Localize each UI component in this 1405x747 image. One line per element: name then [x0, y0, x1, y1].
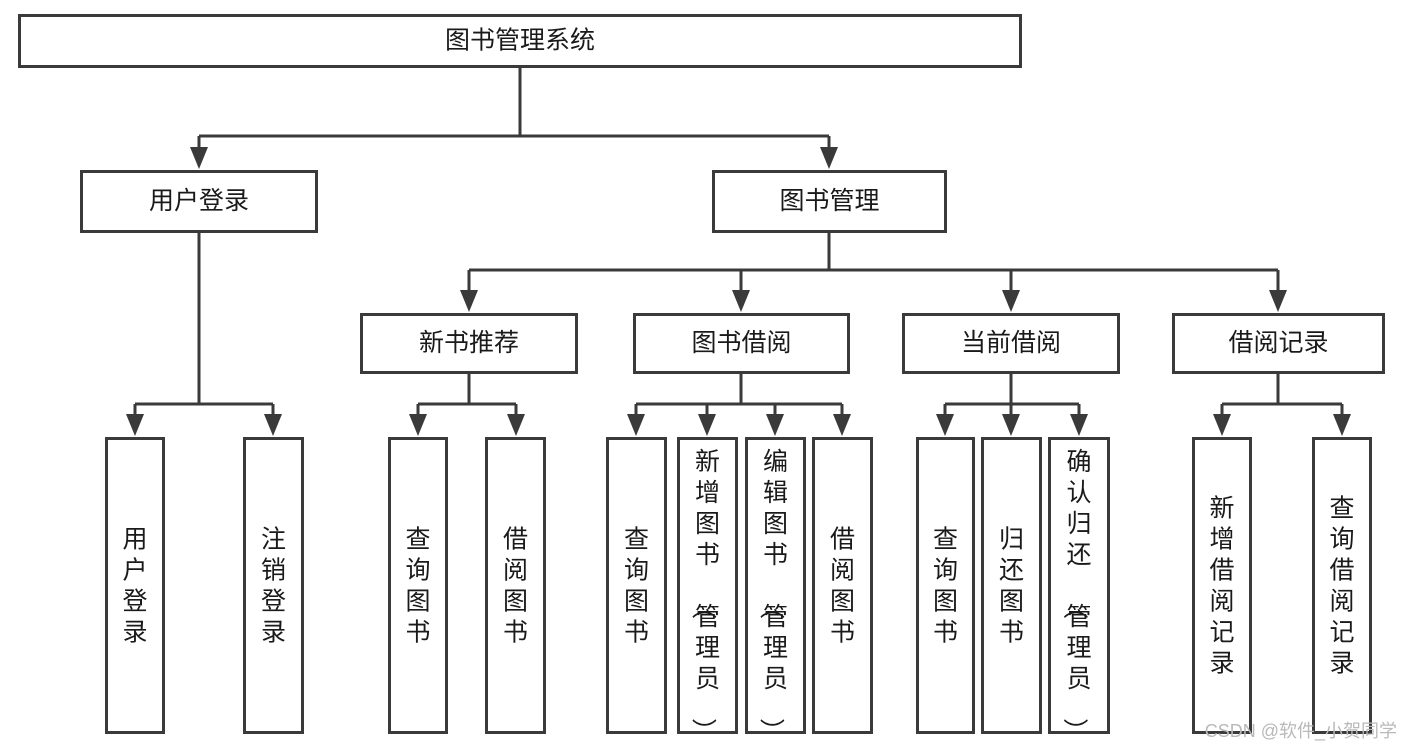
node-box-leaf-add-book[interactable]: [677, 437, 738, 734]
arrow-head-icon: [820, 147, 838, 169]
node-box-current-borrow[interactable]: [902, 313, 1120, 374]
node-user-login[interactable]: 用户登录: [80, 170, 318, 233]
node-box-leaf-edit-book[interactable]: [745, 437, 806, 734]
node-box-leaf-query-book-1[interactable]: [388, 437, 448, 734]
node-label-leaf-borrow-book-2: 借阅图书: [830, 526, 855, 647]
node-leaf-return-book[interactable]: 归还图书: [981, 437, 1042, 734]
arrow-head-icon: [936, 414, 954, 436]
node-leaf-add-book[interactable]: 新增图书（管理员）: [677, 437, 738, 744]
node-book-borrow[interactable]: 图书借阅: [633, 313, 850, 374]
node-leaf-query-book-3[interactable]: 查询图书: [916, 437, 975, 734]
node-box-new-book-recommend[interactable]: [360, 313, 578, 374]
node-label-leaf-return-book: 归还图书: [999, 526, 1024, 647]
node-leaf-query-record[interactable]: 查询借阅记录: [1312, 437, 1372, 734]
node-label-book-borrow: 图书借阅: [691, 329, 791, 357]
arrow-head-icon: [1269, 290, 1287, 312]
node-box-book-borrow[interactable]: [633, 313, 850, 374]
connector-group-recommend-to-leaves: [409, 374, 525, 436]
node-leaf-edit-book[interactable]: 编辑图书（管理员）: [745, 437, 806, 744]
node-label-leaf-query-record: 查询借阅记录: [1329, 495, 1354, 678]
node-root[interactable]: 图书管理系统: [18, 14, 1022, 68]
arrow-head-icon: [732, 290, 750, 312]
node-box-book-manage[interactable]: [712, 170, 947, 233]
arrow-head-icon: [507, 414, 525, 436]
arrow-head-icon: [1002, 290, 1020, 312]
connector-group-root-to-level1: [190, 68, 838, 169]
arrow-head-icon: [698, 414, 716, 436]
node-box-leaf-query-record[interactable]: [1312, 437, 1372, 734]
arrow-head-icon: [190, 147, 208, 169]
node-label-leaf-add-book: 新增图书（管理员）: [689, 448, 720, 743]
node-leaf-borrow-book-2[interactable]: 借阅图书: [812, 437, 873, 734]
node-leaf-query-book-1[interactable]: 查询图书: [388, 437, 448, 734]
connector-group-borrow-to-leaves: [627, 374, 851, 436]
node-label-leaf-query-book-1: 查询图书: [405, 526, 430, 647]
node-label-leaf-logout: 注销登录: [261, 526, 286, 647]
node-current-borrow[interactable]: 当前借阅: [902, 313, 1120, 374]
node-label-leaf-edit-book: 编辑图书（管理员）: [757, 448, 788, 743]
node-box-leaf-user-login[interactable]: [105, 437, 165, 734]
node-label-root: 图书管理系统: [445, 27, 595, 55]
arrow-head-icon: [766, 414, 784, 436]
nodes-layer: 图书管理系统用户登录图书管理新书推荐图书借阅当前借阅借阅记录用户登录注销登录查询…: [18, 14, 1385, 744]
node-leaf-query-book-2[interactable]: 查询图书: [606, 437, 667, 734]
arrow-head-icon: [833, 414, 851, 436]
arrow-head-icon: [1213, 414, 1231, 436]
node-box-leaf-confirm-return[interactable]: [1048, 437, 1110, 734]
node-label-leaf-query-book-2: 查询图书: [624, 526, 649, 647]
node-label-book-manage: 图书管理: [779, 187, 879, 215]
node-label-borrow-record: 借阅记录: [1228, 329, 1328, 357]
node-label-user-login: 用户登录: [149, 187, 249, 215]
node-label-leaf-user-login: 用户登录: [122, 526, 147, 647]
node-leaf-add-record[interactable]: 新增借阅记录: [1192, 437, 1252, 734]
arrow-head-icon: [1333, 414, 1351, 436]
arrow-head-icon: [264, 414, 282, 436]
arrow-head-icon: [409, 414, 427, 436]
node-box-user-login[interactable]: [80, 170, 318, 233]
node-book-manage[interactable]: 图书管理: [712, 170, 947, 233]
edges-layer: [126, 68, 1351, 436]
node-label-leaf-add-record: 新增借阅记录: [1209, 495, 1234, 678]
node-leaf-logout[interactable]: 注销登录: [243, 437, 304, 734]
node-leaf-user-login[interactable]: 用户登录: [105, 437, 165, 734]
node-leaf-borrow-book-1[interactable]: 借阅图书: [485, 437, 546, 734]
node-box-leaf-borrow-book-2[interactable]: [812, 437, 873, 734]
arrow-head-icon: [1070, 414, 1088, 436]
node-new-book-recommend[interactable]: 新书推荐: [360, 313, 578, 374]
node-borrow-record[interactable]: 借阅记录: [1172, 313, 1385, 374]
node-label-leaf-query-book-3: 查询图书: [933, 526, 958, 647]
node-label-new-book-recommend: 新书推荐: [419, 329, 519, 357]
node-label-leaf-borrow-book-1: 借阅图书: [503, 526, 528, 647]
arrow-head-icon: [627, 414, 645, 436]
arrow-head-icon: [126, 414, 144, 436]
node-box-leaf-add-record[interactable]: [1192, 437, 1252, 734]
arrow-head-icon: [1002, 414, 1020, 436]
node-label-current-borrow: 当前借阅: [961, 329, 1061, 357]
node-box-borrow-record[interactable]: [1172, 313, 1385, 374]
node-box-leaf-logout[interactable]: [243, 437, 304, 734]
arrow-head-icon: [460, 290, 478, 312]
node-box-leaf-return-book[interactable]: [981, 437, 1042, 734]
csdn-watermark: CSDN @软件_小贺同学: [1204, 721, 1397, 741]
node-leaf-confirm-return[interactable]: 确认归还（管理员）: [1048, 437, 1110, 744]
connector-group-bookmanage-to-level2: [460, 233, 1287, 312]
connector-group-current-to-leaves: [936, 374, 1088, 436]
node-label-leaf-confirm-return: 确认归还（管理员）: [1060, 448, 1091, 743]
node-box-leaf-query-book-3[interactable]: [916, 437, 975, 734]
connector-group-record-to-leaves: [1213, 374, 1351, 436]
node-box-leaf-borrow-book-1[interactable]: [485, 437, 546, 734]
connector-group-userlogin-to-leaves: [126, 233, 282, 436]
node-box-leaf-query-book-2[interactable]: [606, 437, 667, 734]
node-box-root[interactable]: [18, 14, 1022, 68]
